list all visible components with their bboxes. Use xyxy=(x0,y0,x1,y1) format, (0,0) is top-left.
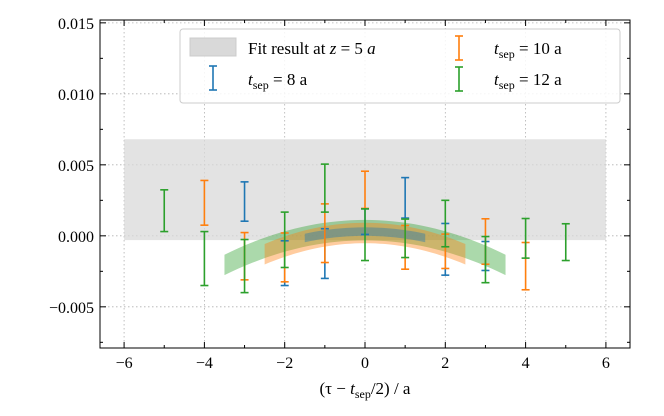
legend-fit-swatch xyxy=(189,37,237,57)
x-tick-label: 4 xyxy=(522,355,530,372)
legend-fit-label: Fit result at z = 5 a xyxy=(248,39,376,58)
x-label-sub: sep xyxy=(355,387,371,401)
legend-label-tsep8: tsep = 8 a xyxy=(248,70,308,92)
y-tick-label: −0.005 xyxy=(49,300,94,317)
legend-swatch-tsep10 xyxy=(455,35,463,61)
y-tick-label: 0.000 xyxy=(58,229,94,246)
x-tick-label: −4 xyxy=(196,355,213,372)
x-label-post: /2) / a xyxy=(371,379,411,398)
x-tick-label: 2 xyxy=(441,355,449,372)
y-tick-label: 0.010 xyxy=(58,87,94,104)
error-bars xyxy=(160,163,570,294)
y-tick-label: 0.005 xyxy=(58,158,94,175)
x-label-pre: (τ − xyxy=(320,379,351,398)
x-tick-label: −2 xyxy=(276,355,293,372)
fit-band-t_sep-12-a xyxy=(224,219,506,276)
axis-ticks: −6 −4 −2 0 2 4 6 −0.005 0.000 0.005 0.010 0.015 xyxy=(49,16,630,372)
legend-swatch-tsep12 xyxy=(455,66,463,92)
y-tick-label: 0.015 xyxy=(58,16,94,33)
legend-label-tsep10: tsep = 10 a xyxy=(494,39,562,61)
legend-label-tsep12: tsep = 12 a xyxy=(494,70,562,92)
x-tick-label: 0 xyxy=(361,355,369,372)
x-axis-label: (τ − tsep/2) / a xyxy=(320,379,411,401)
x-tick-label: 6 xyxy=(602,355,610,372)
x-tick-label: −6 xyxy=(116,355,133,372)
x-label-t: t xyxy=(350,379,356,398)
legend: Fit result at z = 5 a tsep = 8 a tsep = … xyxy=(179,28,621,104)
legend-swatch-tsep8 xyxy=(209,65,217,91)
fit-band-t_sep-10-a xyxy=(264,222,466,265)
